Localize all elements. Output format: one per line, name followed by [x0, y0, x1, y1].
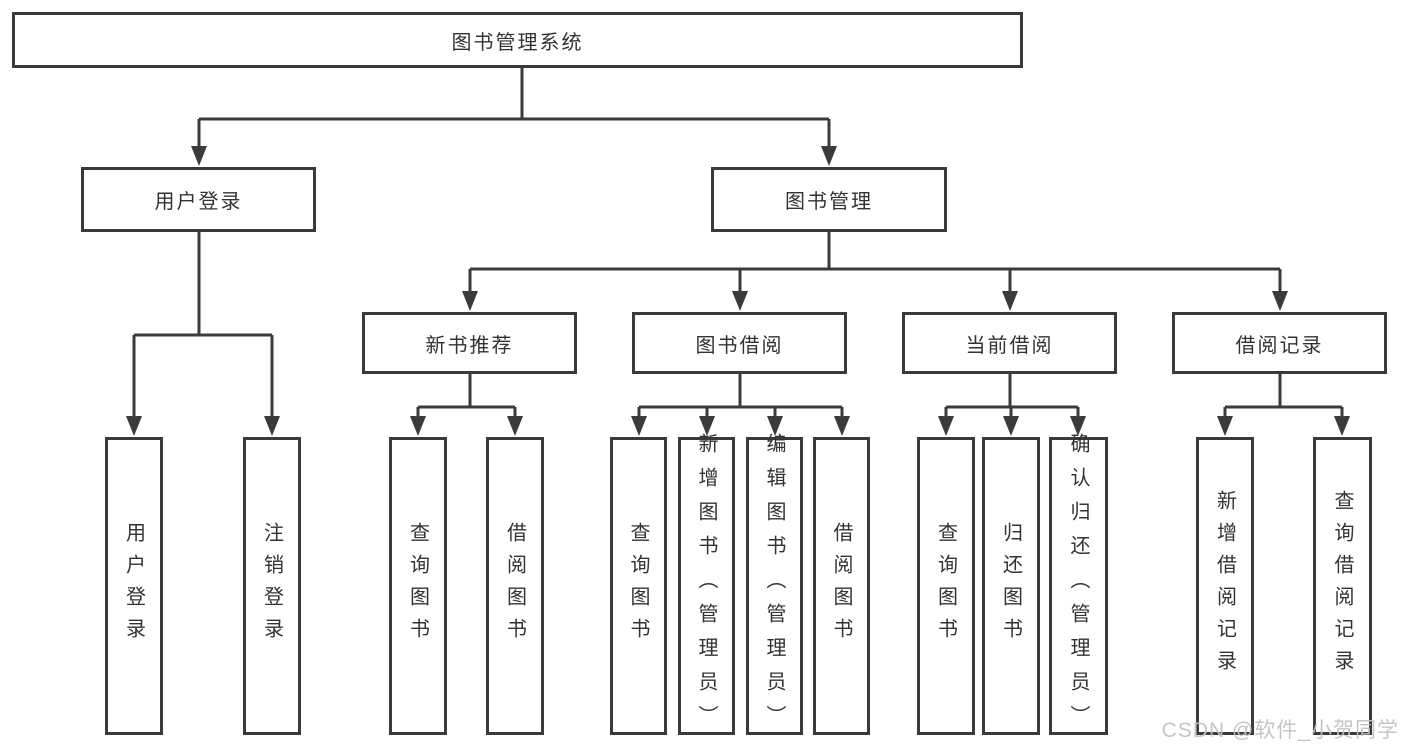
- leaf-search-books-current: 查询图书: [917, 437, 975, 735]
- connector-book-management-to-level3: [462, 232, 1288, 311]
- node-user-login: 用户登录: [81, 167, 316, 232]
- leaf-logout: 注销登录: [243, 437, 301, 735]
- leaf-label: 确认归还（管理员）: [1067, 433, 1089, 739]
- node-borrowing-records: 借阅记录: [1172, 312, 1387, 374]
- leaf-return-books: 归还图书: [982, 437, 1040, 735]
- leaf-search-books-borrowing: 查询图书: [610, 437, 667, 735]
- node-label: 图书管理: [785, 191, 873, 213]
- leaf-user-login: 用户登录: [105, 437, 163, 735]
- csdn-watermark: CSDN @软件_小贺同学: [1161, 719, 1399, 742]
- connector-new-book-recommendation-to-leaves: [410, 374, 523, 436]
- leaf-label: 编辑图书（管理员）: [763, 433, 785, 739]
- node-label: 图书管理系统: [451, 31, 584, 54]
- connector-book-borrowing-to-leaves: [631, 374, 850, 436]
- leaf-label: 查询图书: [406, 522, 429, 650]
- connector-root-to-level2: [191, 66, 837, 166]
- node-label: 图书借阅: [695, 334, 784, 357]
- node-book-borrowing: 图书借阅: [632, 312, 847, 374]
- leaf-label: 借阅图书: [830, 522, 852, 650]
- leaf-edit-books-admin: 编辑图书（管理员）: [746, 433, 803, 739]
- node-label: 当前借阅: [965, 334, 1054, 357]
- node-current-borrowing: 当前借阅: [902, 312, 1117, 374]
- leaf-label: 查询图书: [627, 522, 649, 650]
- leaf-search-borrow-record: 查询借阅记录: [1313, 437, 1372, 735]
- leaf-label: 归还图书: [999, 522, 1022, 650]
- leaf-search-books-recommend: 查询图书: [389, 437, 447, 735]
- node-label: 借阅记录: [1235, 334, 1324, 357]
- leaf-label: 用户登录: [122, 522, 145, 650]
- node-library-management-system: 图书管理系统: [12, 12, 1023, 68]
- node-new-book-recommendation: 新书推荐: [362, 312, 577, 374]
- leaf-borrow-books-recommend: 借阅图书: [486, 437, 544, 735]
- leaf-label: 新增借阅记录: [1213, 490, 1236, 682]
- leaf-label: 借阅图书: [503, 522, 526, 650]
- leaf-add-books-admin: 新增图书（管理员）: [678, 433, 735, 739]
- connector-user-login-to-leaves: [126, 232, 280, 436]
- node-book-management: 图书管理: [711, 167, 947, 232]
- connector-current-borrowing-to-leaves: [938, 374, 1086, 436]
- leaf-label: 查询图书: [934, 522, 957, 650]
- leaf-borrow-books-borrowing: 借阅图书: [813, 437, 870, 735]
- connector-borrowing-records-to-leaves: [1217, 374, 1350, 436]
- leaf-confirm-return-admin: 确认归还（管理员）: [1049, 433, 1108, 739]
- leaf-label: 查询借阅记录: [1331, 490, 1353, 682]
- leaf-label: 注销登录: [260, 522, 283, 650]
- node-label: 用户登录: [154, 191, 243, 213]
- leaf-add-borrow-record: 新增借阅记录: [1196, 437, 1254, 735]
- leaf-label: 新增图书（管理员）: [695, 433, 717, 739]
- node-label: 新书推荐: [425, 334, 514, 357]
